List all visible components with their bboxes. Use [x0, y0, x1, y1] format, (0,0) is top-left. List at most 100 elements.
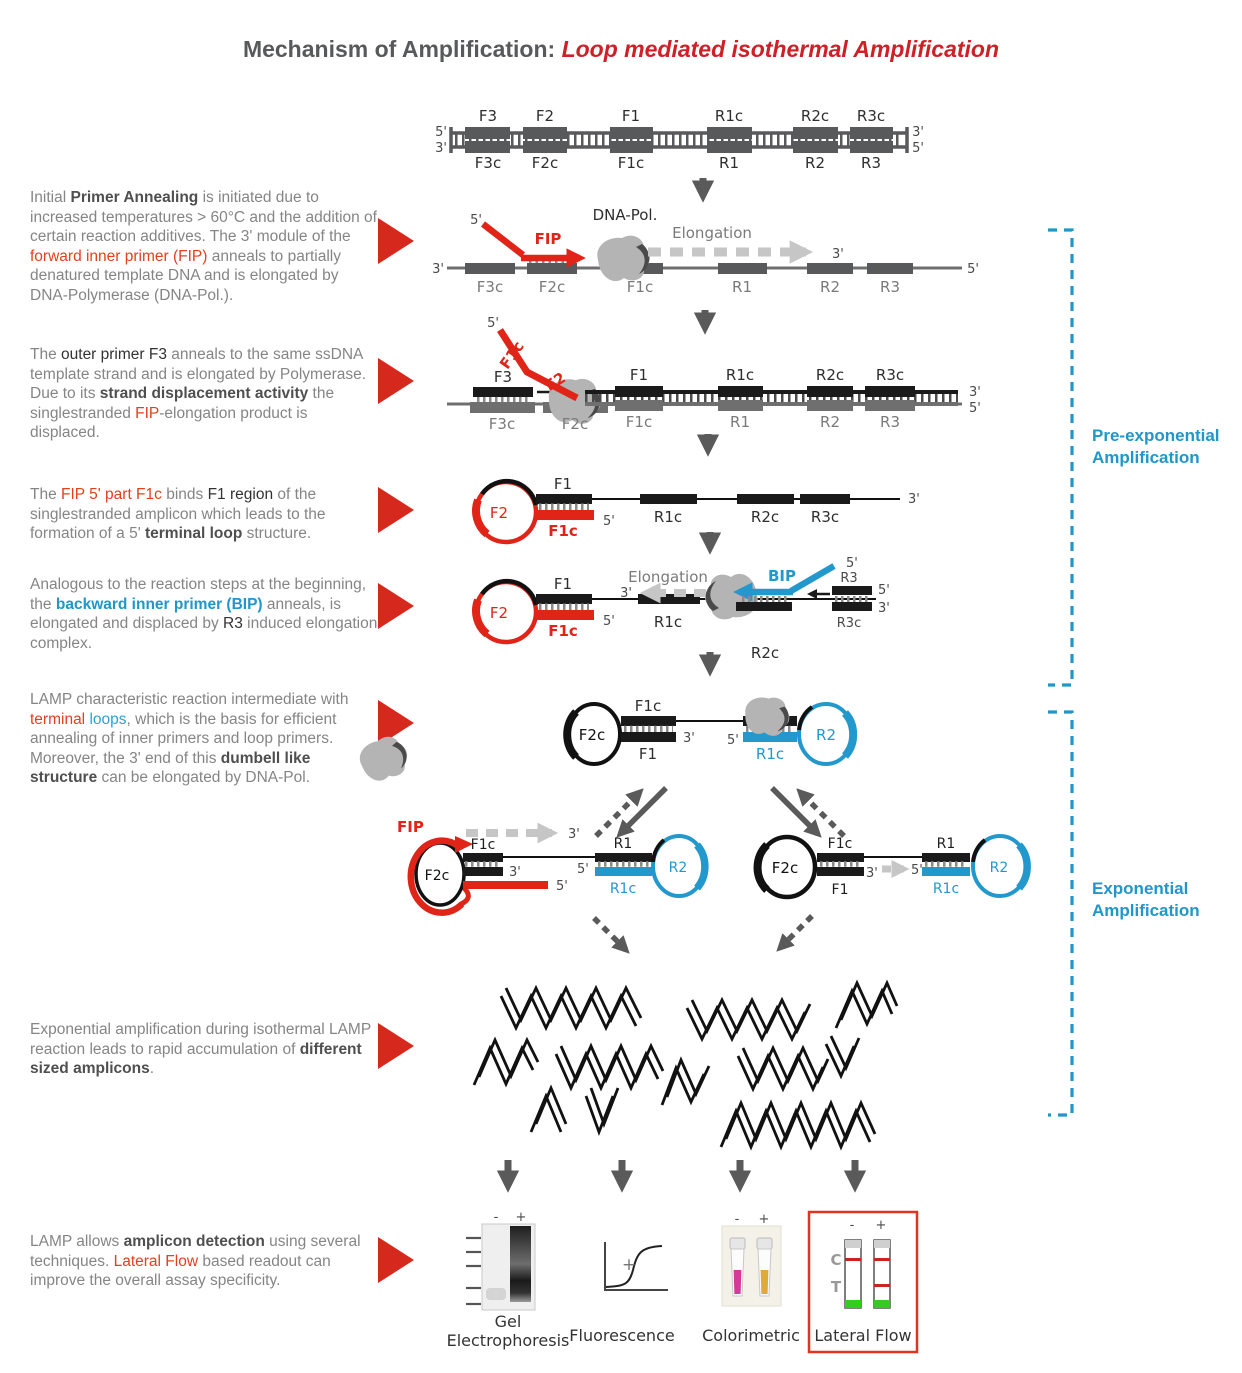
amplicon-zigzag [736, 1044, 830, 1093]
plus-label: + [622, 1255, 636, 1275]
title-accent: Loop mediated isothermal Amplification [561, 36, 1000, 62]
region-label: F1c [635, 697, 661, 715]
page-title: Mechanism of Amplification: Loop mediate… [0, 36, 1242, 63]
region-label: R1c [756, 745, 784, 763]
end-label: 5' [435, 125, 447, 140]
step6-description: Exponential amplification during isother… [30, 1021, 371, 1077]
exponential-label: Exponential Amplification [1092, 879, 1200, 920]
method-label: Electrophoresis [447, 1331, 570, 1350]
region-label: R2c [751, 508, 779, 526]
strip-label: - [850, 1218, 855, 1233]
control-line-label: C [830, 1251, 841, 1269]
region-label: R2 [820, 413, 840, 431]
region-label: F2c [539, 278, 565, 296]
amplicon-zigzag [529, 1084, 568, 1133]
region-label: F1c [828, 836, 853, 852]
negative-strip [844, 1239, 862, 1309]
step6-pointer-icon [378, 1023, 414, 1069]
region-label: R1c [726, 366, 754, 384]
end-label: 3' [435, 141, 447, 156]
cycle-arrow-icon [616, 786, 668, 838]
end-label: 5' [487, 316, 499, 331]
region-label: F1 [832, 882, 849, 898]
region-label: F3c [475, 154, 501, 172]
ladder-ticks [466, 1236, 481, 1306]
dashed-arrow-icon [776, 914, 814, 952]
pre-exponential-label: Pre-exponential Amplification [1092, 426, 1220, 467]
region-label: F1 [622, 107, 640, 125]
region-label: R3c [837, 616, 861, 631]
step1-pointer-icon [378, 218, 414, 264]
region-label: R1c [654, 508, 682, 526]
bip-annealing-diagram: F2 F1 F1c 5' R1c Elongation 3' BIP 5' R2… [472, 556, 890, 662]
negative-tube [729, 1237, 746, 1297]
region-label: R1 [614, 836, 633, 852]
end-label: 3' [568, 827, 580, 842]
amplicon-zigzag [584, 1087, 620, 1136]
region-label: F1 [630, 366, 648, 384]
end-label: 5' [727, 733, 739, 748]
region-label: R3 [861, 154, 881, 172]
step4-description: Analogous to the reaction steps at the b… [30, 576, 378, 652]
region-label: F1 [639, 745, 657, 763]
cycle-arrow-icon [796, 788, 846, 838]
gel-positive-smear [510, 1226, 531, 1302]
region-label: F3c [477, 278, 503, 296]
fluorescence-plot: + Fluorescence [569, 1242, 675, 1345]
region-label: F1c [471, 837, 496, 853]
region-label: R1 [730, 413, 750, 431]
cycle-arrow-icon [770, 786, 822, 838]
region-label: F3 [494, 368, 512, 386]
fip-arrowhead-icon [455, 836, 473, 853]
region-label: R3 [880, 278, 900, 296]
loop-r2-label: R2 [990, 860, 1009, 876]
amplicon-zigzag [472, 1036, 540, 1088]
gel-electrophoresis: - + Gel Electrophoresis [447, 1210, 570, 1350]
end-label: 3' [432, 262, 444, 277]
end-label: 3' [878, 601, 890, 616]
cycle-arrows [594, 786, 846, 838]
amplicon-zigzag [719, 1099, 877, 1151]
fip-annealing-diagram: 5' FIP DNA-Pol. Elongation 3' 3' 5' F3c … [432, 206, 979, 296]
region-label: R3c [857, 107, 885, 125]
end-label: 5' [969, 401, 981, 416]
end-label: 3' [832, 247, 844, 262]
fip-label: FIP [397, 818, 424, 836]
test-line-label: T [831, 1278, 842, 1296]
end-label: 5' [603, 514, 615, 529]
dashed-arrow-icon [592, 916, 630, 954]
colorimetric-tubes: - + Colorimetric [702, 1212, 800, 1345]
f3-displacement-diagram: 5' F1c F2 F3 F1 R1c R2c R3c F3c [447, 316, 981, 433]
detection-arrows [496, 1160, 867, 1193]
amplicon-zigzag [554, 1042, 665, 1092]
region-label: R1c [654, 613, 682, 631]
end-label: 5' [878, 583, 890, 598]
region-label: F2c [532, 154, 558, 172]
region-label: R3c [811, 508, 839, 526]
amplicon-pool [472, 979, 899, 1151]
loop-f2-label: F2 [490, 604, 508, 622]
sigmoid-curve [605, 1245, 663, 1288]
elongation-label: Elongation [672, 224, 752, 242]
loop-f2c-label: F2c [425, 868, 450, 884]
region-label: R3 [840, 571, 857, 586]
amplification-arrows [592, 914, 814, 954]
step3-description: The FIP 5' part F1c binds F1 region of t… [30, 486, 326, 542]
step7-description: LAMP allows amplicon detection using sev… [30, 1233, 361, 1289]
bip-label: BIP [768, 567, 796, 585]
end-label: 5' [603, 614, 615, 629]
region-label: R1c [610, 881, 636, 897]
region-label: R1 [937, 836, 956, 852]
amplicon-zigzag [834, 979, 899, 1029]
region-label: R3 [880, 413, 900, 431]
loop-f2c-label: F2c [579, 726, 605, 744]
fip-loop-elongation-diagram: FIP 3' F2c F1c 3' 5' 5' R1 R1c [355, 732, 709, 916]
phase-brackets [1048, 228, 1074, 1117]
amplicon-zigzag [824, 1035, 861, 1080]
cycle-arrow-icon [594, 788, 644, 838]
dna-polymerase-icon [741, 692, 793, 739]
region-label: R2c [801, 107, 829, 125]
step1-description: Initial Primer Annealing is initiated du… [30, 189, 377, 304]
end-label: 5' [470, 213, 482, 228]
